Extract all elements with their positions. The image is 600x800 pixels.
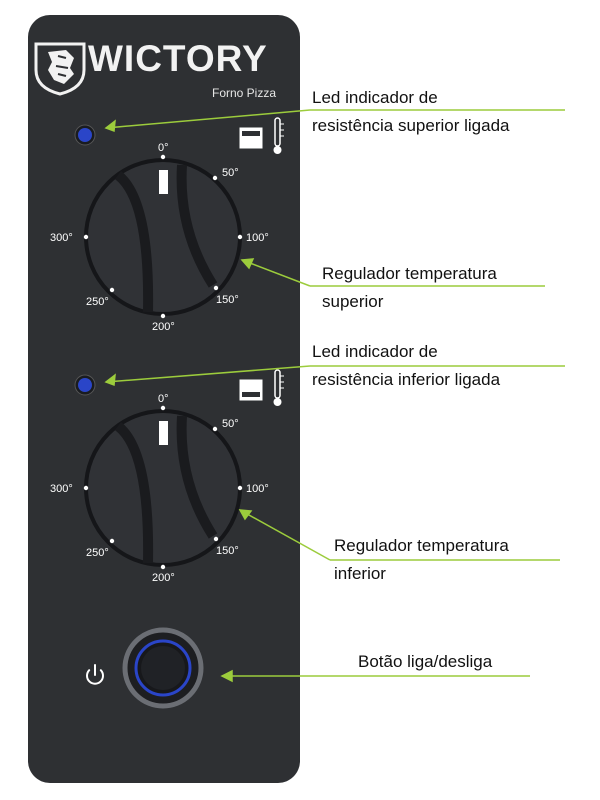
dial-top-tick-50: 50°: [222, 167, 239, 179]
led-indicator-top: [74, 124, 96, 146]
dial-bottom-tick-100: 100°: [246, 483, 269, 495]
callout-led-bottom-line2: resistência inferior ligada: [312, 370, 501, 389]
power-button[interactable]: [122, 627, 204, 709]
callout-led-bottom-line1: Led indicador de: [312, 342, 438, 361]
bottom-heating-thermometer-icon: [239, 369, 284, 406]
top-heating-thermometer-icon: [239, 117, 284, 154]
callout-lines: [104, 109, 565, 683]
callout-knob-top: Regulador temperatura superior: [322, 260, 497, 316]
brand-name: WICTORY: [88, 38, 268, 79]
dial-top-tick-300: 300°: [50, 232, 73, 244]
callout-led-bottom: Led indicador de resistência inferior li…: [312, 338, 500, 394]
temperature-knob-top[interactable]: [84, 158, 242, 316]
callout-knob-top-line2: superior: [322, 292, 384, 311]
led-indicator-bottom: [74, 374, 96, 396]
brand-subtitle: Forno Pizza: [212, 86, 277, 100]
dial-top-tick-250: 250°: [86, 296, 109, 308]
lion-head-logo-icon: [34, 42, 86, 96]
callout-knob-bottom-line2: inferior: [334, 564, 386, 583]
temperature-knob-bottom[interactable]: [84, 409, 242, 567]
callout-knob-bottom-line1: Regulador temperatura: [334, 536, 509, 555]
dial-top-tick-200: 200°: [152, 321, 175, 333]
callout-knob-bottom: Regulador temperatura inferior: [334, 532, 509, 588]
dial-top-tick-0: 0°: [158, 142, 169, 154]
callout-power-button-line1: Botão liga/desliga: [358, 652, 493, 671]
dial-top-tick-150: 150°: [216, 294, 239, 306]
dial-bottom-tick-200: 200°: [152, 572, 175, 584]
dial-bottom-tick-50: 50°: [222, 418, 239, 430]
dial-bottom-tick-300: 300°: [50, 483, 73, 495]
callout-power-button: Botão liga/desliga: [358, 648, 492, 676]
dial-bottom-tick-250: 250°: [86, 547, 109, 559]
callout-led-top: Led indicador de resistência superior li…: [312, 84, 510, 140]
power-icon: [86, 664, 104, 685]
dial-bottom-tick-0: 0°: [158, 393, 169, 405]
callout-led-top-line2: resistência superior ligada: [312, 116, 510, 135]
callout-knob-top-line1: Regulador temperatura: [322, 264, 497, 283]
dial-scale-top: 0° 50° 100° 150° 200° 250° 300°: [50, 142, 269, 333]
dial-bottom-tick-150: 150°: [216, 545, 239, 557]
dial-top-tick-100: 100°: [246, 232, 269, 244]
callout-led-top-line1: Led indicador de: [312, 88, 438, 107]
dial-scale-bottom: 0° 50° 100° 150° 200° 250° 300°: [50, 393, 269, 584]
